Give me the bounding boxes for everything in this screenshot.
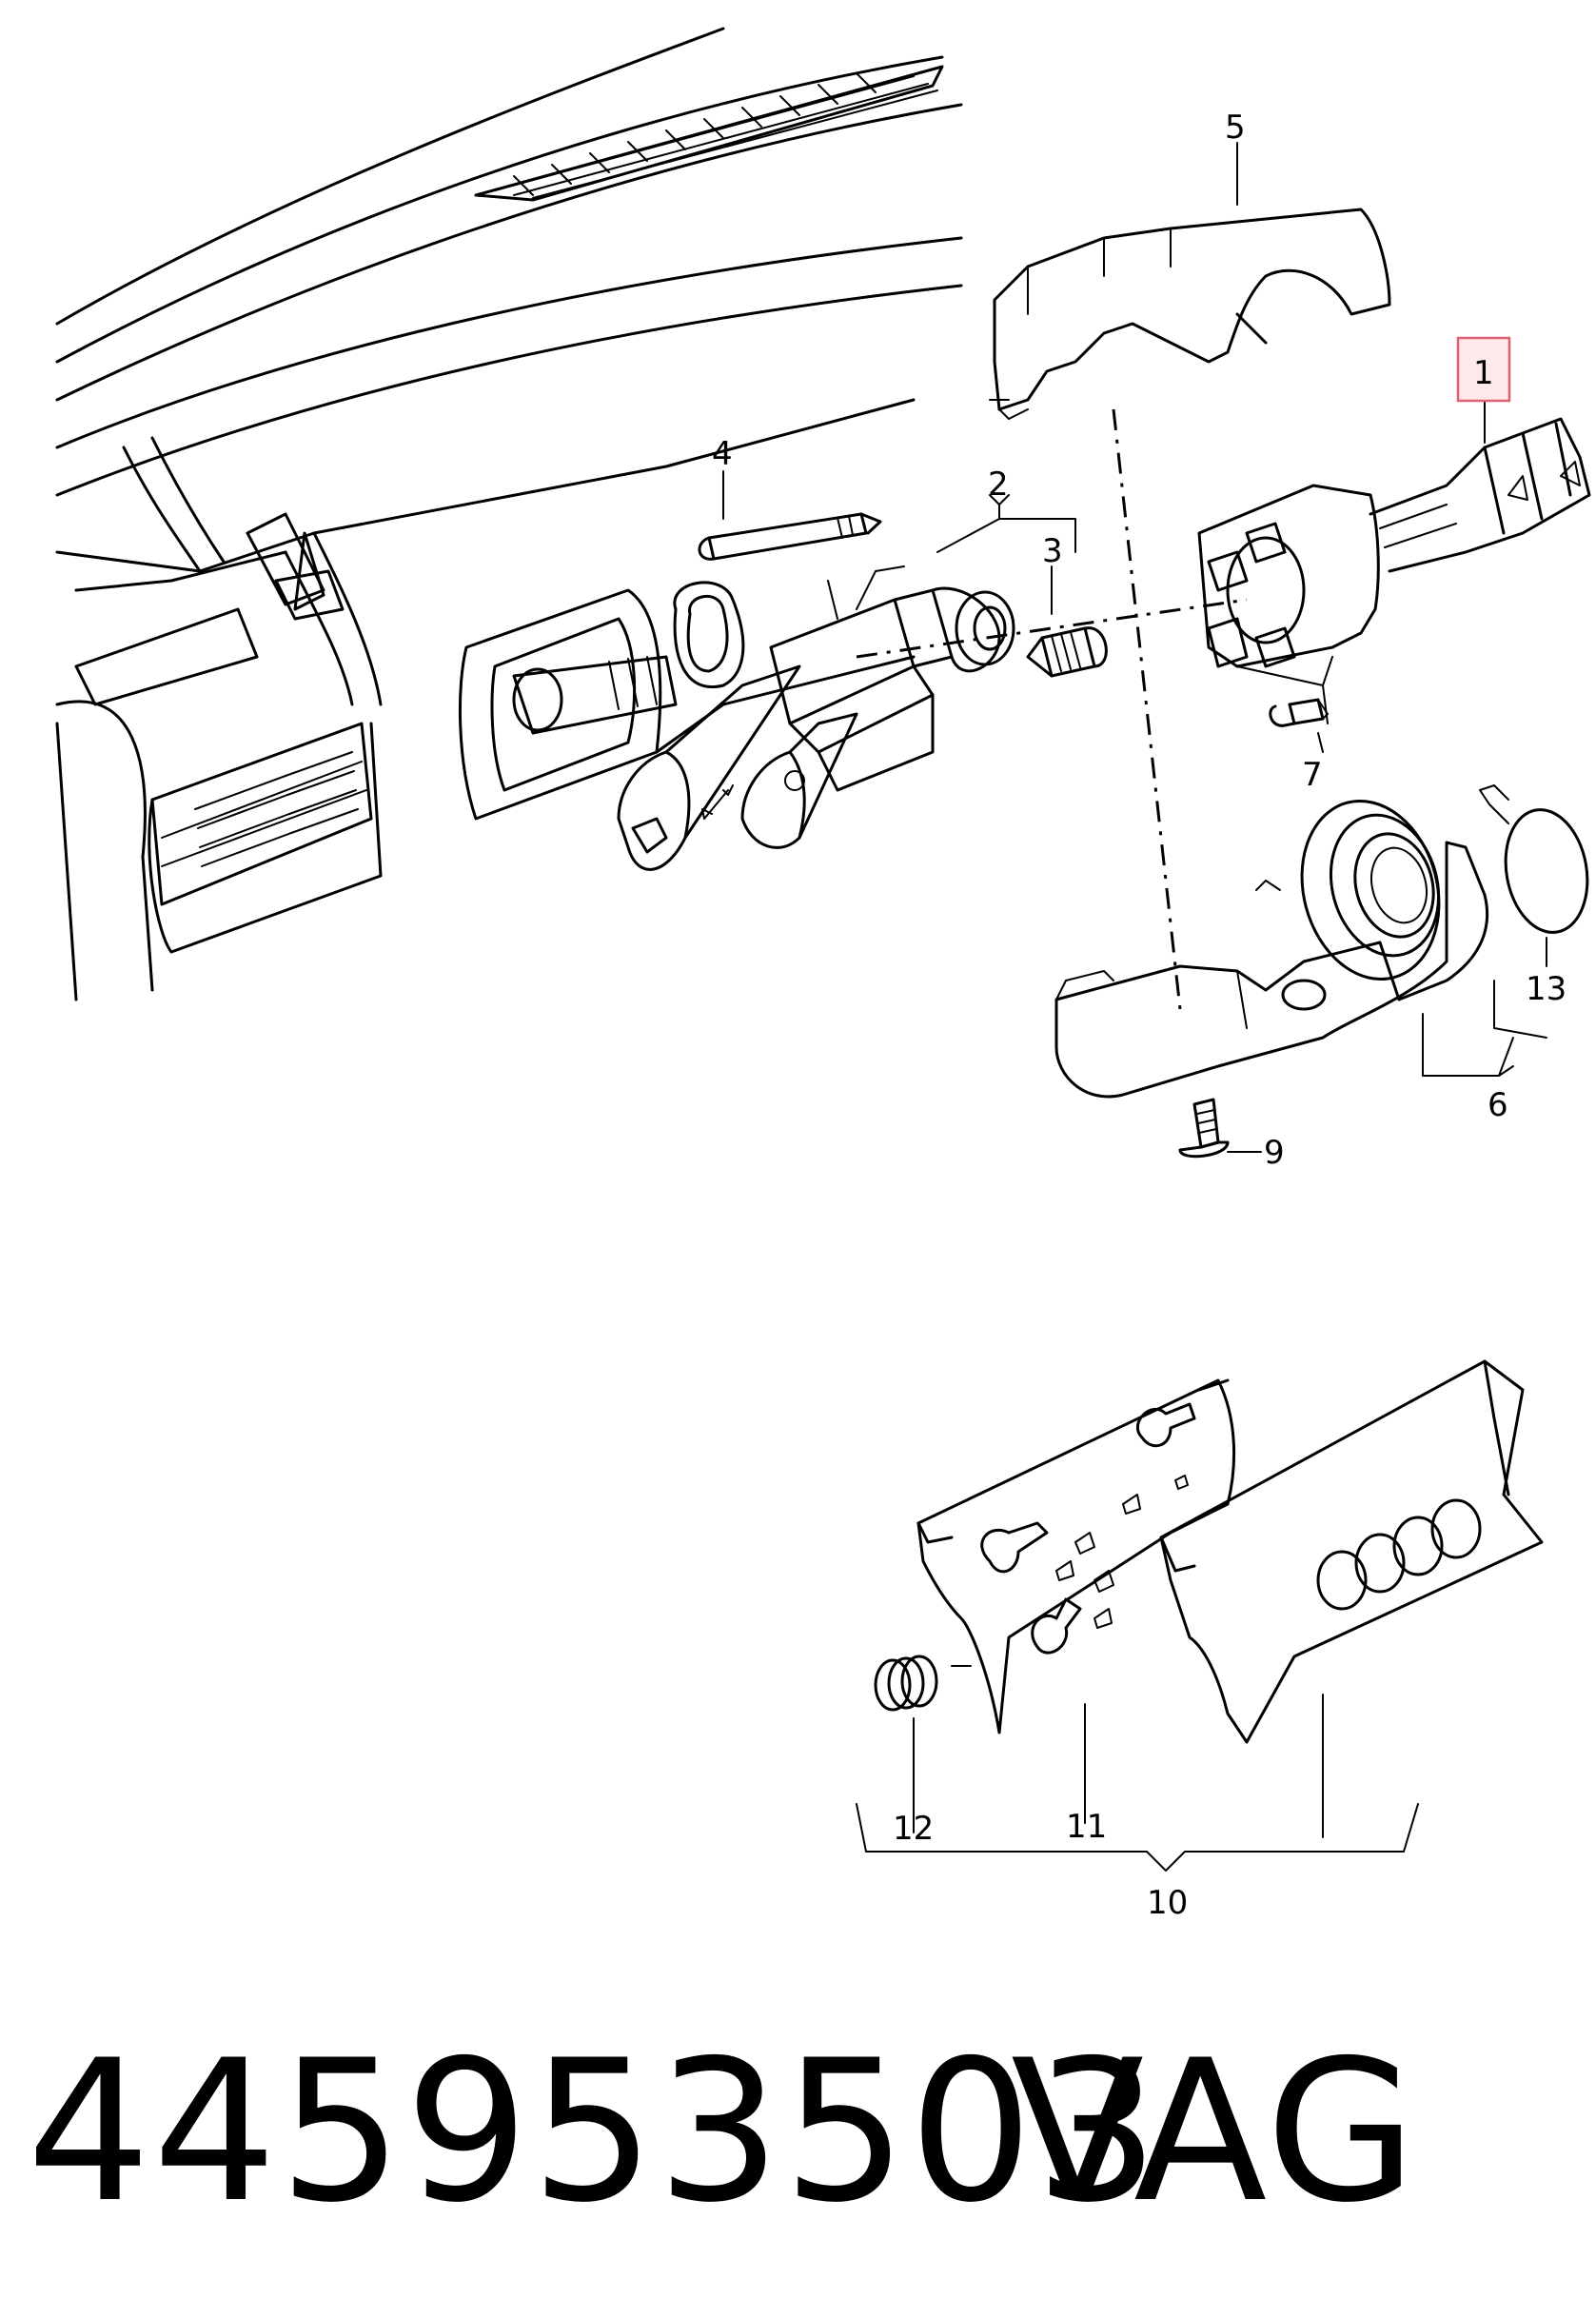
part-11-pad-backplate (916, 1378, 1236, 1734)
brand-name: VAG (1011, 2019, 1419, 2246)
part-6-lower-cover (1054, 841, 1489, 1099)
part-number: 445953503 (27, 2019, 1161, 2246)
callout-1: 1 (1473, 354, 1494, 392)
callout-10: 10 (1147, 1884, 1188, 1922)
callout-2: 2 (988, 466, 1009, 504)
part-12-spring (874, 1655, 938, 1712)
callout-11: 11 (1066, 1808, 1107, 1846)
part-5-upper-cover (989, 208, 1391, 420)
vertical-axis-line (1112, 408, 1182, 1010)
part-3-screw (1026, 626, 1108, 678)
callout-1-highlight (1456, 336, 1511, 403)
part-9-screw (1178, 1098, 1230, 1159)
callout-12: 12 (893, 1810, 934, 1848)
callout-6: 6 (1488, 1086, 1508, 1124)
callout-13: 13 (1526, 970, 1566, 1008)
part-6-ring (1300, 799, 1441, 981)
exploded-parts-diagram: 1 2 3 4 5 6 7 9 10 11 12 13 (55, 27, 1591, 1922)
callout-3: 3 (1042, 532, 1063, 570)
steering-column-shaft (512, 655, 678, 735)
part-7-screw (1269, 698, 1329, 727)
part-10-pad-cover (1159, 1359, 1544, 1744)
part-2-switch-assembly (617, 565, 1015, 871)
callout-4: 4 (712, 435, 733, 473)
callout-7: 7 (1302, 756, 1323, 794)
callout-labels: 1 2 3 4 5 6 7 9 10 11 12 13 (712, 109, 1566, 1922)
dashboard-outline (55, 27, 963, 1001)
part-1-combination-switch (1197, 417, 1591, 724)
part-4-bolt (698, 512, 882, 561)
part-13-spring-clip (1479, 784, 1589, 934)
callout-9: 9 (1264, 1134, 1285, 1172)
callout-5: 5 (1225, 109, 1246, 147)
leader-lines (722, 142, 1547, 1872)
